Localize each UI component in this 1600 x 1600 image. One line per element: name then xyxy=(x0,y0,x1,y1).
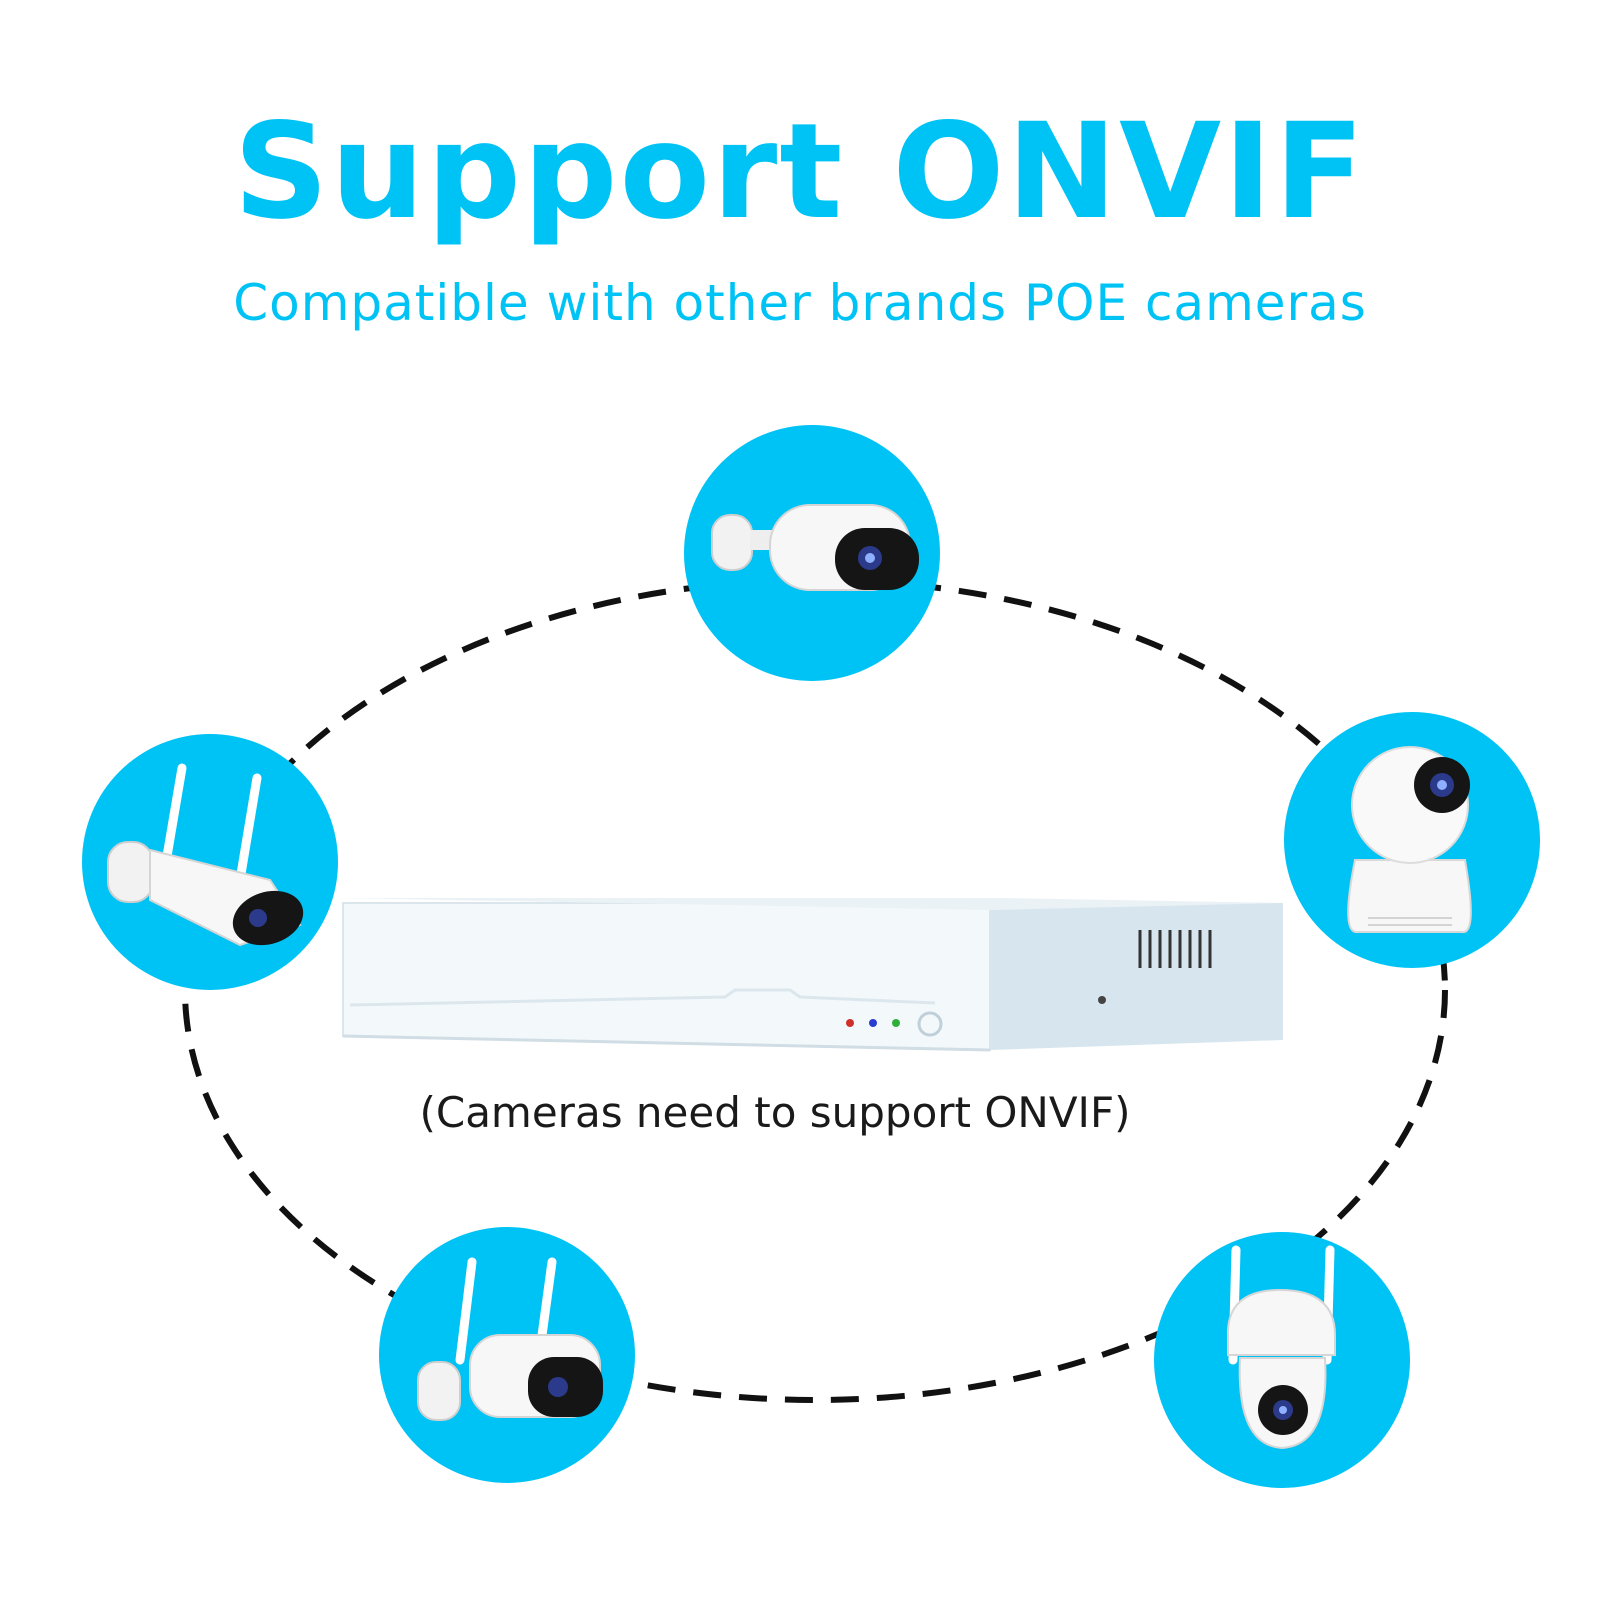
wifi-bullet-camera-icon xyxy=(82,734,338,990)
page-title: Support ONVIF xyxy=(233,95,1367,249)
bullet-camera-icon xyxy=(684,425,940,681)
compatibility-note: (Cameras need to support ONVIF) xyxy=(419,1088,1131,1137)
page-subtitle: Compatible with other brands POE cameras xyxy=(233,274,1367,332)
nvr-recorder-icon xyxy=(342,898,1283,1052)
dome-camera-icon xyxy=(1284,712,1540,968)
wifi-ptz-camera-icon xyxy=(1154,1232,1410,1488)
dashed-connection-ring xyxy=(182,577,1448,1403)
wifi-bullet-camera-icon xyxy=(379,1227,635,1483)
